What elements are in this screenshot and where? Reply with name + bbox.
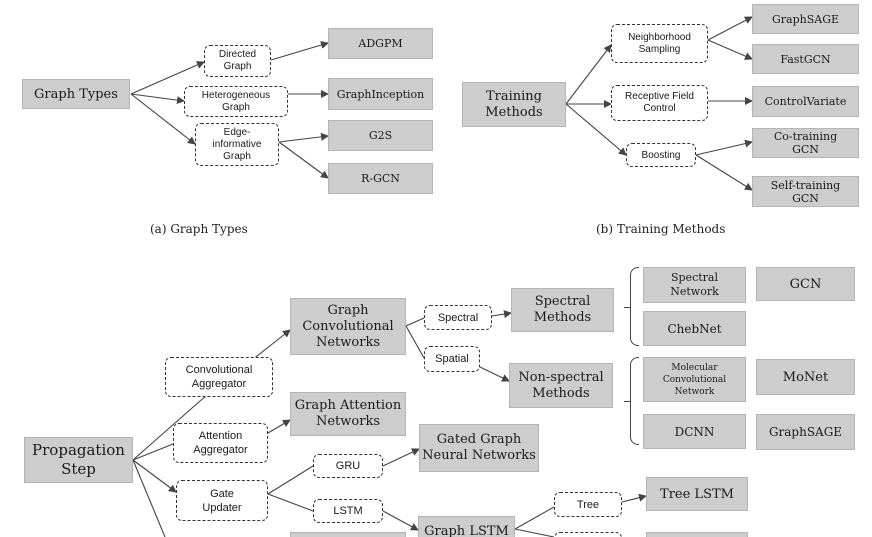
graphsage-training-node: GraphSAGE bbox=[752, 4, 859, 34]
gru-label-node: GRU bbox=[313, 454, 383, 478]
g2s-node: G2S bbox=[328, 120, 433, 151]
adgpm-node: ADGPM bbox=[328, 28, 433, 59]
co-training-gcn-node: Co-training GCN bbox=[752, 128, 859, 158]
neighborhood-sampling-node: Neighborhood Sampling bbox=[611, 24, 708, 63]
edge bbox=[130, 93, 196, 145]
caption-training-methods: (b) Training Methods bbox=[596, 222, 726, 236]
spectral-label-node: Spectral bbox=[424, 305, 492, 330]
caption-graph-types: (a) Graph Types bbox=[150, 222, 248, 236]
edge bbox=[132, 459, 166, 537]
edge bbox=[382, 448, 420, 467]
graphinception-node: GraphInception bbox=[328, 78, 433, 110]
edge bbox=[267, 419, 291, 434]
edge bbox=[132, 329, 291, 461]
edge bbox=[267, 465, 314, 495]
edge bbox=[405, 317, 425, 327]
edge bbox=[707, 16, 753, 41]
spectral-network-node: Spectral Network bbox=[643, 267, 746, 303]
chebnet-node: ChebNet bbox=[643, 311, 746, 346]
controlvariate-node: ControlVariate bbox=[752, 86, 859, 117]
edge bbox=[565, 103, 627, 156]
training-methods-root: Training Methods bbox=[462, 82, 566, 127]
edge bbox=[382, 510, 419, 531]
edge-informative-graph-node: Edge- informative Graph bbox=[195, 123, 279, 166]
fastgcn-node: FastGCN bbox=[752, 44, 859, 74]
gated-graph-neural-networks-node: Gated Graph Neural Networks bbox=[419, 424, 539, 472]
spectral-methods-node: Spectral Methods bbox=[511, 288, 614, 332]
lstm-label-node: LSTM bbox=[313, 499, 383, 523]
boosting-node: Boosting bbox=[626, 143, 696, 167]
edge bbox=[132, 459, 177, 493]
edge bbox=[130, 61, 205, 95]
lower-model-node bbox=[646, 532, 748, 537]
gate-updater-node: Gate Updater bbox=[176, 480, 268, 521]
non-spectral-methods-node: Non-spectral Methods bbox=[509, 363, 613, 408]
edge bbox=[270, 41, 329, 61]
directed-graph-node: Directed Graph bbox=[204, 45, 271, 77]
gcn-model-node: GCN bbox=[756, 267, 855, 301]
edge bbox=[278, 141, 329, 179]
monet-node: MoNet bbox=[756, 359, 855, 395]
edge bbox=[621, 493, 647, 503]
edge bbox=[695, 139, 753, 156]
tree-lstm-node: Tree LSTM bbox=[646, 477, 748, 511]
edge bbox=[514, 528, 555, 537]
spatial-label-node: Spatial bbox=[424, 346, 480, 372]
graph-attention-networks-node: Graph Attention Networks bbox=[290, 392, 406, 436]
dcnn-node: DCNN bbox=[643, 414, 746, 449]
gcn-category-node: Graph Convolutional Networks bbox=[290, 298, 406, 355]
rgcn-node: R-GCN bbox=[328, 163, 433, 194]
receptive-field-control-node: Receptive Field Control bbox=[611, 85, 708, 121]
molecular-convolutional-network-node: Molecular Convolutional Network bbox=[643, 357, 746, 402]
graph-lstm-sibling-node bbox=[290, 532, 406, 537]
edge bbox=[695, 154, 753, 191]
non-spectral-models-brace bbox=[624, 357, 639, 445]
convolutional-aggregator-node: Convolutional Aggregator bbox=[165, 357, 273, 397]
graphsage-model-node: GraphSAGE bbox=[756, 414, 855, 450]
edge bbox=[707, 39, 753, 60]
heterogeneous-graph-node: Heterogeneous Graph bbox=[184, 86, 288, 117]
edge bbox=[267, 493, 314, 512]
edge bbox=[132, 443, 174, 461]
edge bbox=[479, 366, 510, 382]
edge bbox=[565, 44, 612, 105]
edge bbox=[514, 506, 555, 530]
self-training-gcn-node: Self-training GCN bbox=[752, 176, 859, 207]
propagation-step-root: Propagation Step bbox=[24, 437, 133, 483]
attention-aggregator-node: Attention Aggregator bbox=[173, 423, 268, 463]
edge bbox=[491, 310, 512, 319]
edge bbox=[405, 325, 425, 359]
edge bbox=[278, 132, 329, 143]
lower-branch-label-node bbox=[554, 532, 622, 537]
graph-types-root: Graph Types bbox=[22, 79, 130, 109]
tree-label-node: Tree bbox=[554, 492, 622, 517]
edge bbox=[130, 93, 185, 105]
spectral-models-brace bbox=[624, 267, 639, 346]
graph-lstm-node: Graph LSTM bbox=[418, 516, 515, 537]
